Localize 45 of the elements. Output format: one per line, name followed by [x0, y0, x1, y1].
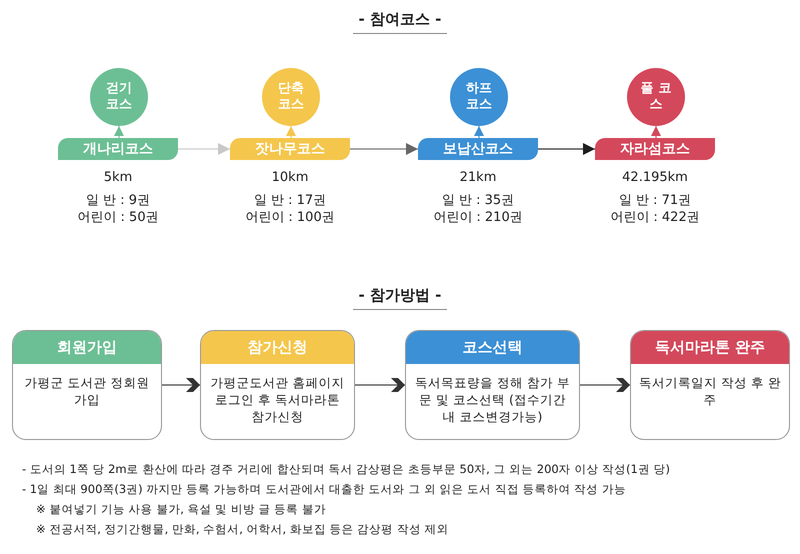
book-count-text: 일 반 : 35권 — [440, 192, 516, 209]
tab-pointer — [114, 126, 124, 138]
note-text: ※ 붙여넣기 기능 사용 불가, 욕설 및 비방 글 등록 불가 — [36, 502, 326, 517]
note-text: - 1일 최대 900쪽(3권) 까지만 등록 가능하며 도서관에서 대출한 도서와 그 외 읽은 도서 직접 등록하여 작성 가능 — [22, 482, 626, 497]
section-heading: - 참여코스 - — [352, 10, 448, 34]
note-text: - 도서의 1쪽 당 2m로 환산에 따라 경주 거리에 합산되며 독서 감상평은 초등부문 50자, 그 외는 200자 이상 작성(1권 당) — [22, 462, 670, 477]
step-description: 가평군도서관 홈페이지 로그인 후 독서마라톤 참가신청 — [210, 374, 346, 425]
course-name-tab: 자라섬코스 — [595, 138, 715, 160]
step-title: 참가신청 — [201, 331, 354, 364]
step-title: 회원가입 — [13, 331, 161, 364]
arrow — [350, 143, 418, 155]
course-circle: 하프 코스 — [450, 68, 508, 126]
book-count-text: 어린이 : 50권 — [76, 209, 160, 226]
step-title: 독서마라톤 완주 — [631, 331, 789, 364]
distance-text: 5km — [102, 170, 134, 185]
step-card — [12, 330, 162, 440]
book-count-text: 어린이 : 210권 — [432, 209, 524, 226]
arrow — [538, 143, 596, 155]
course-circle: 풀 코스 — [627, 68, 685, 126]
course-name-tab: 개나리코스 — [58, 138, 178, 160]
step-card — [405, 330, 580, 440]
tab-pointer — [474, 126, 484, 138]
step-description: 가평군 도서관 정회원가입 — [24, 374, 150, 408]
book-count-text: 어린이 : 422권 — [609, 209, 701, 226]
course-circle: 단축 코스 — [262, 68, 320, 126]
course-name-tab: 보납산코스 — [418, 138, 538, 160]
book-count-text: 일 반 : 17권 — [252, 192, 328, 209]
course-circle: 걷기 코스 — [90, 68, 148, 126]
step-title: 코스선택 — [406, 331, 579, 364]
book-count-text: 어린이 : 100권 — [244, 209, 336, 226]
step-description: 독서기록일지 작성 후 완주 — [638, 374, 782, 408]
tab-pointer — [651, 126, 661, 138]
course-name-tab: 잣나무코스 — [230, 138, 350, 160]
section-heading: - 참가방법 - — [352, 286, 448, 310]
step-card — [200, 330, 355, 440]
distance-text: 21km — [458, 170, 498, 185]
tab-pointer — [286, 126, 296, 138]
distance-text: 42.195km — [621, 170, 689, 185]
note-text: ※ 전공서적, 정기간행물, 만화, 수험서, 어학서, 화보집 등은 감상평 작성 제외 — [36, 522, 448, 537]
step-card — [630, 330, 790, 440]
book-count-text: 일 반 : 71권 — [618, 192, 692, 209]
arrow — [178, 143, 230, 155]
step-description: 독서목표량을 정해 참가 부문 및 코스선택 (접수기간 내 코스변경가능) — [414, 374, 571, 425]
distance-text: 10km — [270, 170, 310, 185]
book-count-text: 일 반 : 9권 — [84, 192, 152, 209]
